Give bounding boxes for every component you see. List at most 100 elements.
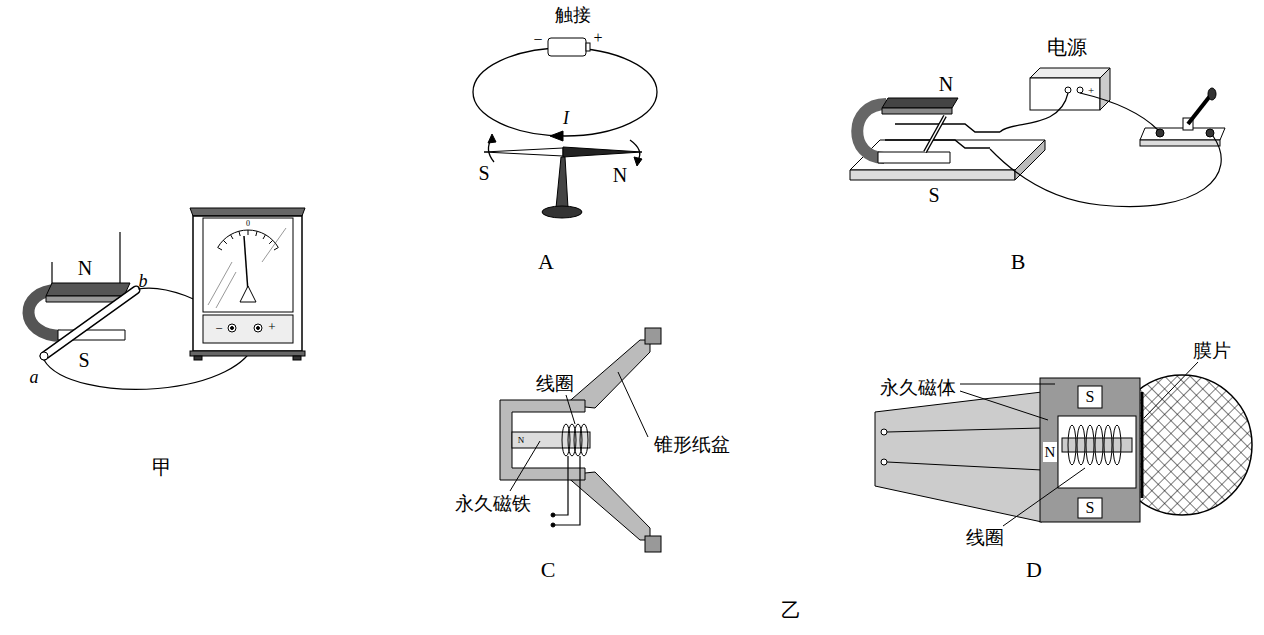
oersted-experiment <box>488 134 496 143</box>
experiment-jia <box>119 232 120 290</box>
figure-label: B <box>1011 251 1026 273</box>
microphone <box>1040 378 1140 522</box>
figure-label: C <box>541 559 556 581</box>
experiment-jia <box>190 208 305 216</box>
microphone <box>1003 468 1085 526</box>
experiment-jia <box>228 324 236 332</box>
pole-label: N <box>78 258 92 278</box>
motor-experiment <box>1030 78 1100 110</box>
experiment-jia <box>216 272 236 308</box>
motor-experiment <box>850 140 1045 170</box>
motor-experiment <box>1077 87 1083 93</box>
pole-label: N <box>939 74 953 94</box>
experiment-jia <box>190 351 305 356</box>
motor-experiment <box>925 116 945 152</box>
experiment-jia <box>194 356 202 360</box>
loudspeaker <box>565 340 650 408</box>
motor-experiment <box>878 152 950 163</box>
loudspeaker <box>580 424 588 456</box>
part-label: 线圈 <box>536 374 574 393</box>
microphone <box>881 429 887 435</box>
part-label: 触接 <box>555 6 591 24</box>
microphone <box>1068 425 1076 465</box>
pole-label: S <box>1086 389 1095 405</box>
experiment-jia <box>51 262 52 286</box>
terminal-sign: − <box>215 322 222 335</box>
experiment-jia <box>203 315 293 343</box>
figure-label: D <box>1026 559 1042 581</box>
experiment-jia <box>44 290 136 356</box>
oersted-experiment <box>484 148 563 156</box>
experiment-jia <box>257 327 260 330</box>
motor-experiment <box>1030 68 1110 78</box>
experiment-jia <box>203 218 293 312</box>
microphone <box>875 392 1042 522</box>
experiment-jia <box>40 352 48 360</box>
motor-experiment <box>1208 88 1216 100</box>
motor-experiment <box>895 124 1000 132</box>
microphone <box>881 459 887 465</box>
pole-label: N <box>613 165 627 185</box>
loudspeaker <box>512 432 590 448</box>
pole-label: S <box>1086 500 1095 516</box>
microphone <box>1043 442 1057 462</box>
microphone <box>960 384 1055 385</box>
scale-number: 0 <box>246 220 250 228</box>
microphone <box>1078 386 1102 408</box>
oersted-experiment <box>542 206 582 218</box>
microphone <box>1144 362 1198 418</box>
experiment-jia <box>293 356 301 360</box>
microphone <box>1141 392 1144 498</box>
motor-experiment <box>882 108 952 114</box>
experiment-jia <box>208 262 232 305</box>
figure-label: 甲 <box>152 457 172 477</box>
experiment-jia <box>218 230 279 250</box>
oersted-experiment <box>473 38 657 218</box>
pole-label: S <box>78 350 89 370</box>
microphone <box>887 428 1042 432</box>
motor-experiment <box>885 140 990 148</box>
part-label: 永久磁铁 <box>455 494 531 513</box>
pole-label: N <box>1045 445 1056 460</box>
figure-label: A <box>538 251 554 273</box>
motor-experiment <box>1156 129 1164 137</box>
experiment-jia <box>254 324 262 332</box>
terminal-sign: − <box>533 32 542 48</box>
experiment-jia <box>44 290 136 356</box>
pole-label: S <box>478 163 489 183</box>
microphone <box>1077 425 1085 465</box>
motor-experiment <box>1000 93 1068 132</box>
motor-experiment <box>1188 96 1210 124</box>
pole-label: S <box>928 185 939 205</box>
motor-experiment <box>850 170 1015 180</box>
motor-experiment <box>1140 140 1220 146</box>
loudspeaker <box>551 513 555 517</box>
part-label: 锥形纸盆 <box>654 435 730 454</box>
loudspeaker <box>565 472 650 540</box>
motor-experiment <box>882 98 958 108</box>
loudspeaker <box>555 456 580 525</box>
experiment-jia <box>46 283 130 296</box>
motor-experiment <box>850 68 1225 207</box>
loudspeaker <box>645 536 661 552</box>
loudspeaker <box>500 328 661 552</box>
loudspeaker <box>645 328 661 344</box>
point-label: a <box>30 368 39 386</box>
microphone <box>1113 425 1121 465</box>
motor-experiment <box>1206 129 1214 137</box>
part-label: 电源 <box>1047 37 1087 57</box>
oersted-experiment <box>473 48 657 136</box>
loudspeaker <box>551 523 555 527</box>
experiment-jia <box>240 286 256 302</box>
microphone <box>960 391 1048 420</box>
experiment-jia <box>28 208 305 389</box>
loudspeaker <box>566 395 575 424</box>
motor-experiment <box>1100 68 1110 110</box>
point-label: b <box>139 272 148 290</box>
current-label: I <box>563 109 569 127</box>
oersted-experiment <box>550 131 563 141</box>
motor-experiment <box>1080 93 1158 130</box>
terminal-sign: + <box>593 30 602 46</box>
oersted-experiment <box>634 157 642 166</box>
